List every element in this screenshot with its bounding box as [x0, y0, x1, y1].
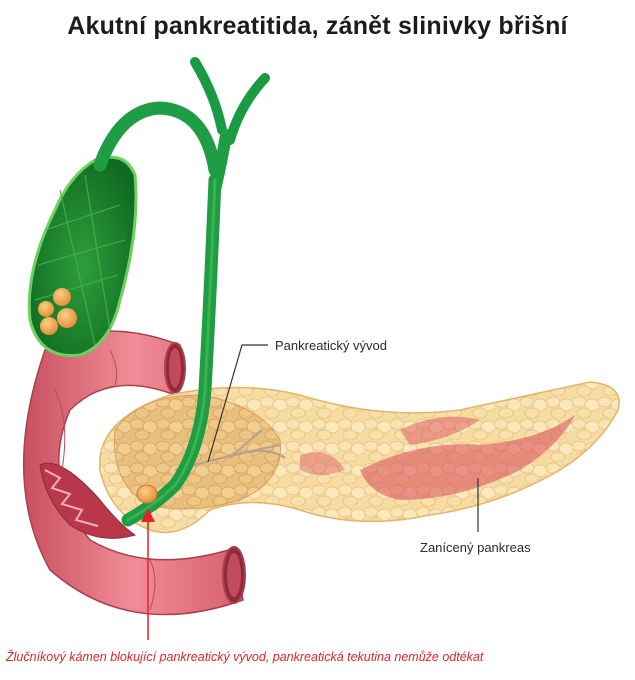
diagram-title: Akutní pankreatitida, zánět slinivky bři…	[67, 12, 568, 40]
label-inflamed-pancreas: Zanícený pankreas	[420, 540, 531, 555]
red-arrow	[141, 508, 155, 640]
pancreas	[99, 381, 620, 534]
duct-leader-line	[207, 344, 268, 463]
duodenum	[23, 330, 246, 616]
gallbladder	[27, 155, 138, 358]
blocking-gallstone	[136, 484, 158, 504]
caption: Žlučníkový kámen blokující pankreatický …	[6, 650, 484, 664]
gallstones	[38, 288, 77, 335]
label-pancreatic-duct: Pankreatický vývod	[275, 338, 387, 353]
bile-duct	[93, 57, 270, 527]
